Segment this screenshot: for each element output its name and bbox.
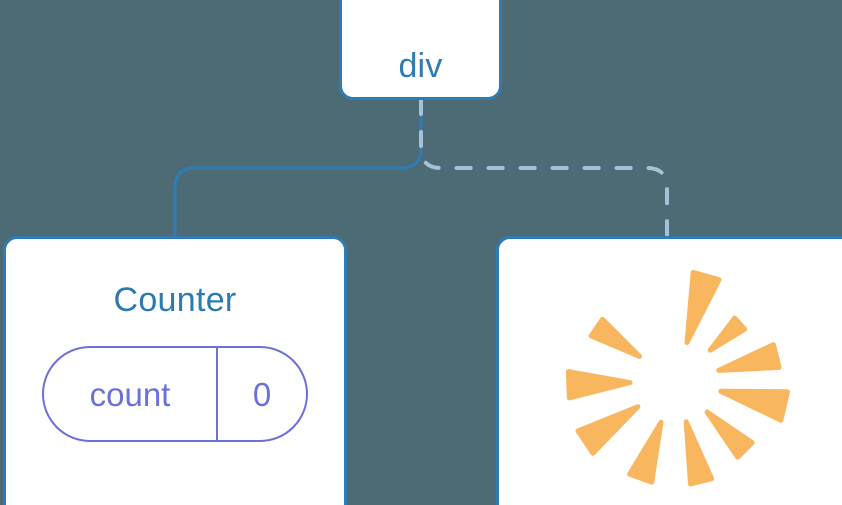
sparkle-ray-0: [684, 269, 722, 345]
sparkle-ray-7: [575, 404, 641, 456]
sparkle-ray-6: [627, 419, 664, 485]
state-badge-count[interactable]: count 0: [42, 346, 308, 442]
sparkle-ray-4: [704, 409, 755, 460]
state-key-label: count: [89, 375, 171, 413]
counter-title: Counter: [113, 281, 237, 319]
node-div-label: div: [398, 47, 443, 85]
sparkle-icon: [565, 269, 790, 487]
sparkle-ray-8: [565, 369, 633, 401]
sparkle-ray-5: [683, 419, 715, 487]
node-counter[interactable]: Counter count 0: [3, 236, 347, 505]
state-value-label: 0: [216, 348, 306, 440]
connector-div-to-counter: [173, 98, 423, 240]
sparkle-ray-3: [718, 388, 790, 423]
sparkle-ray-2: [716, 342, 782, 373]
node-rerender[interactable]: [496, 236, 842, 505]
connector-div-to-rerender: [419, 98, 669, 240]
sparkle-ray-1: [707, 315, 748, 353]
node-div[interactable]: div: [339, 0, 502, 100]
sparkle-ray-9: [588, 316, 642, 359]
